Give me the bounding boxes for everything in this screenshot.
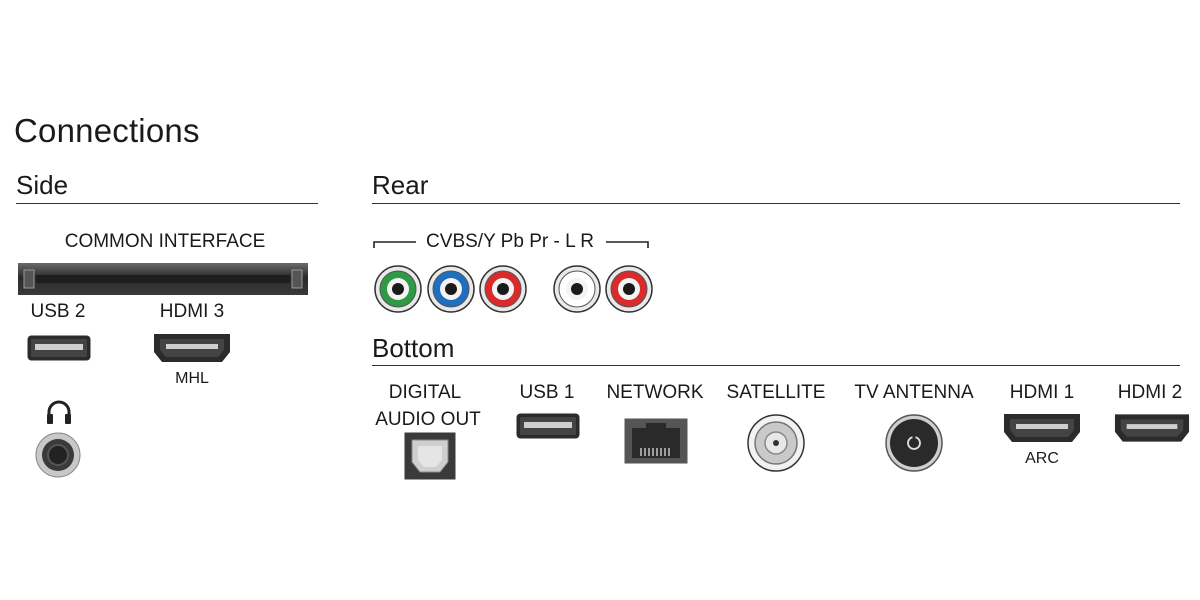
headphone-icon <box>47 400 71 424</box>
common-interface-label: COMMON INTERFACE <box>64 231 266 252</box>
hdmi1-port-icon <box>1004 414 1080 442</box>
hdmi3-label: HDMI 3 <box>159 301 225 322</box>
rca-jack-r-icon <box>605 265 653 313</box>
hdmi2-port-icon <box>1114 414 1190 442</box>
rca-jack-l-icon <box>553 265 601 313</box>
tv-antenna-port-icon <box>885 414 943 472</box>
section-bottom-heading: Bottom <box>372 333 455 363</box>
section-rear-rule <box>372 203 1180 204</box>
section-side-heading: Side <box>16 170 69 200</box>
hdmi1-sublabel: ARC <box>1025 450 1059 467</box>
rca-bracket <box>373 241 649 248</box>
usb2-label: USB 2 <box>30 301 86 322</box>
digital-audio-label-line1: DIGITAL <box>388 382 462 403</box>
hdmi3-sublabel: MHL <box>175 370 209 387</box>
network-label: NETWORK <box>606 382 704 403</box>
hdmi3-port-icon <box>154 334 230 362</box>
rca-jack-pb-icon <box>427 265 475 313</box>
rca-bracket-label: CVBS/Y Pb Pr - L R <box>426 231 594 252</box>
satellite-label: SATELLITE <box>726 382 826 403</box>
rca-jack-y-icon <box>374 265 422 313</box>
satellite-port-icon <box>747 414 805 472</box>
page-title: Connections <box>14 112 200 149</box>
digital-audio-out-port-icon <box>404 432 456 480</box>
hdmi1-label: HDMI 1 <box>1009 382 1075 403</box>
headphone-jack-icon <box>35 432 81 478</box>
usb1-label: USB 1 <box>519 382 575 403</box>
section-bottom-rule <box>372 365 1180 366</box>
common-interface-slot-icon <box>18 263 308 295</box>
digital-audio-label-line2: AUDIO OUT <box>375 409 481 430</box>
rca-jack-pr-icon <box>479 265 527 313</box>
tv-antenna-label: TV ANTENNA <box>854 382 974 403</box>
hdmi2-label: HDMI 2 <box>1117 382 1183 403</box>
usb1-port-icon <box>516 413 580 439</box>
usb2-port-icon <box>27 335 91 361</box>
network-port-icon <box>624 418 688 464</box>
section-side-rule <box>16 203 318 204</box>
section-rear-heading: Rear <box>372 170 429 200</box>
